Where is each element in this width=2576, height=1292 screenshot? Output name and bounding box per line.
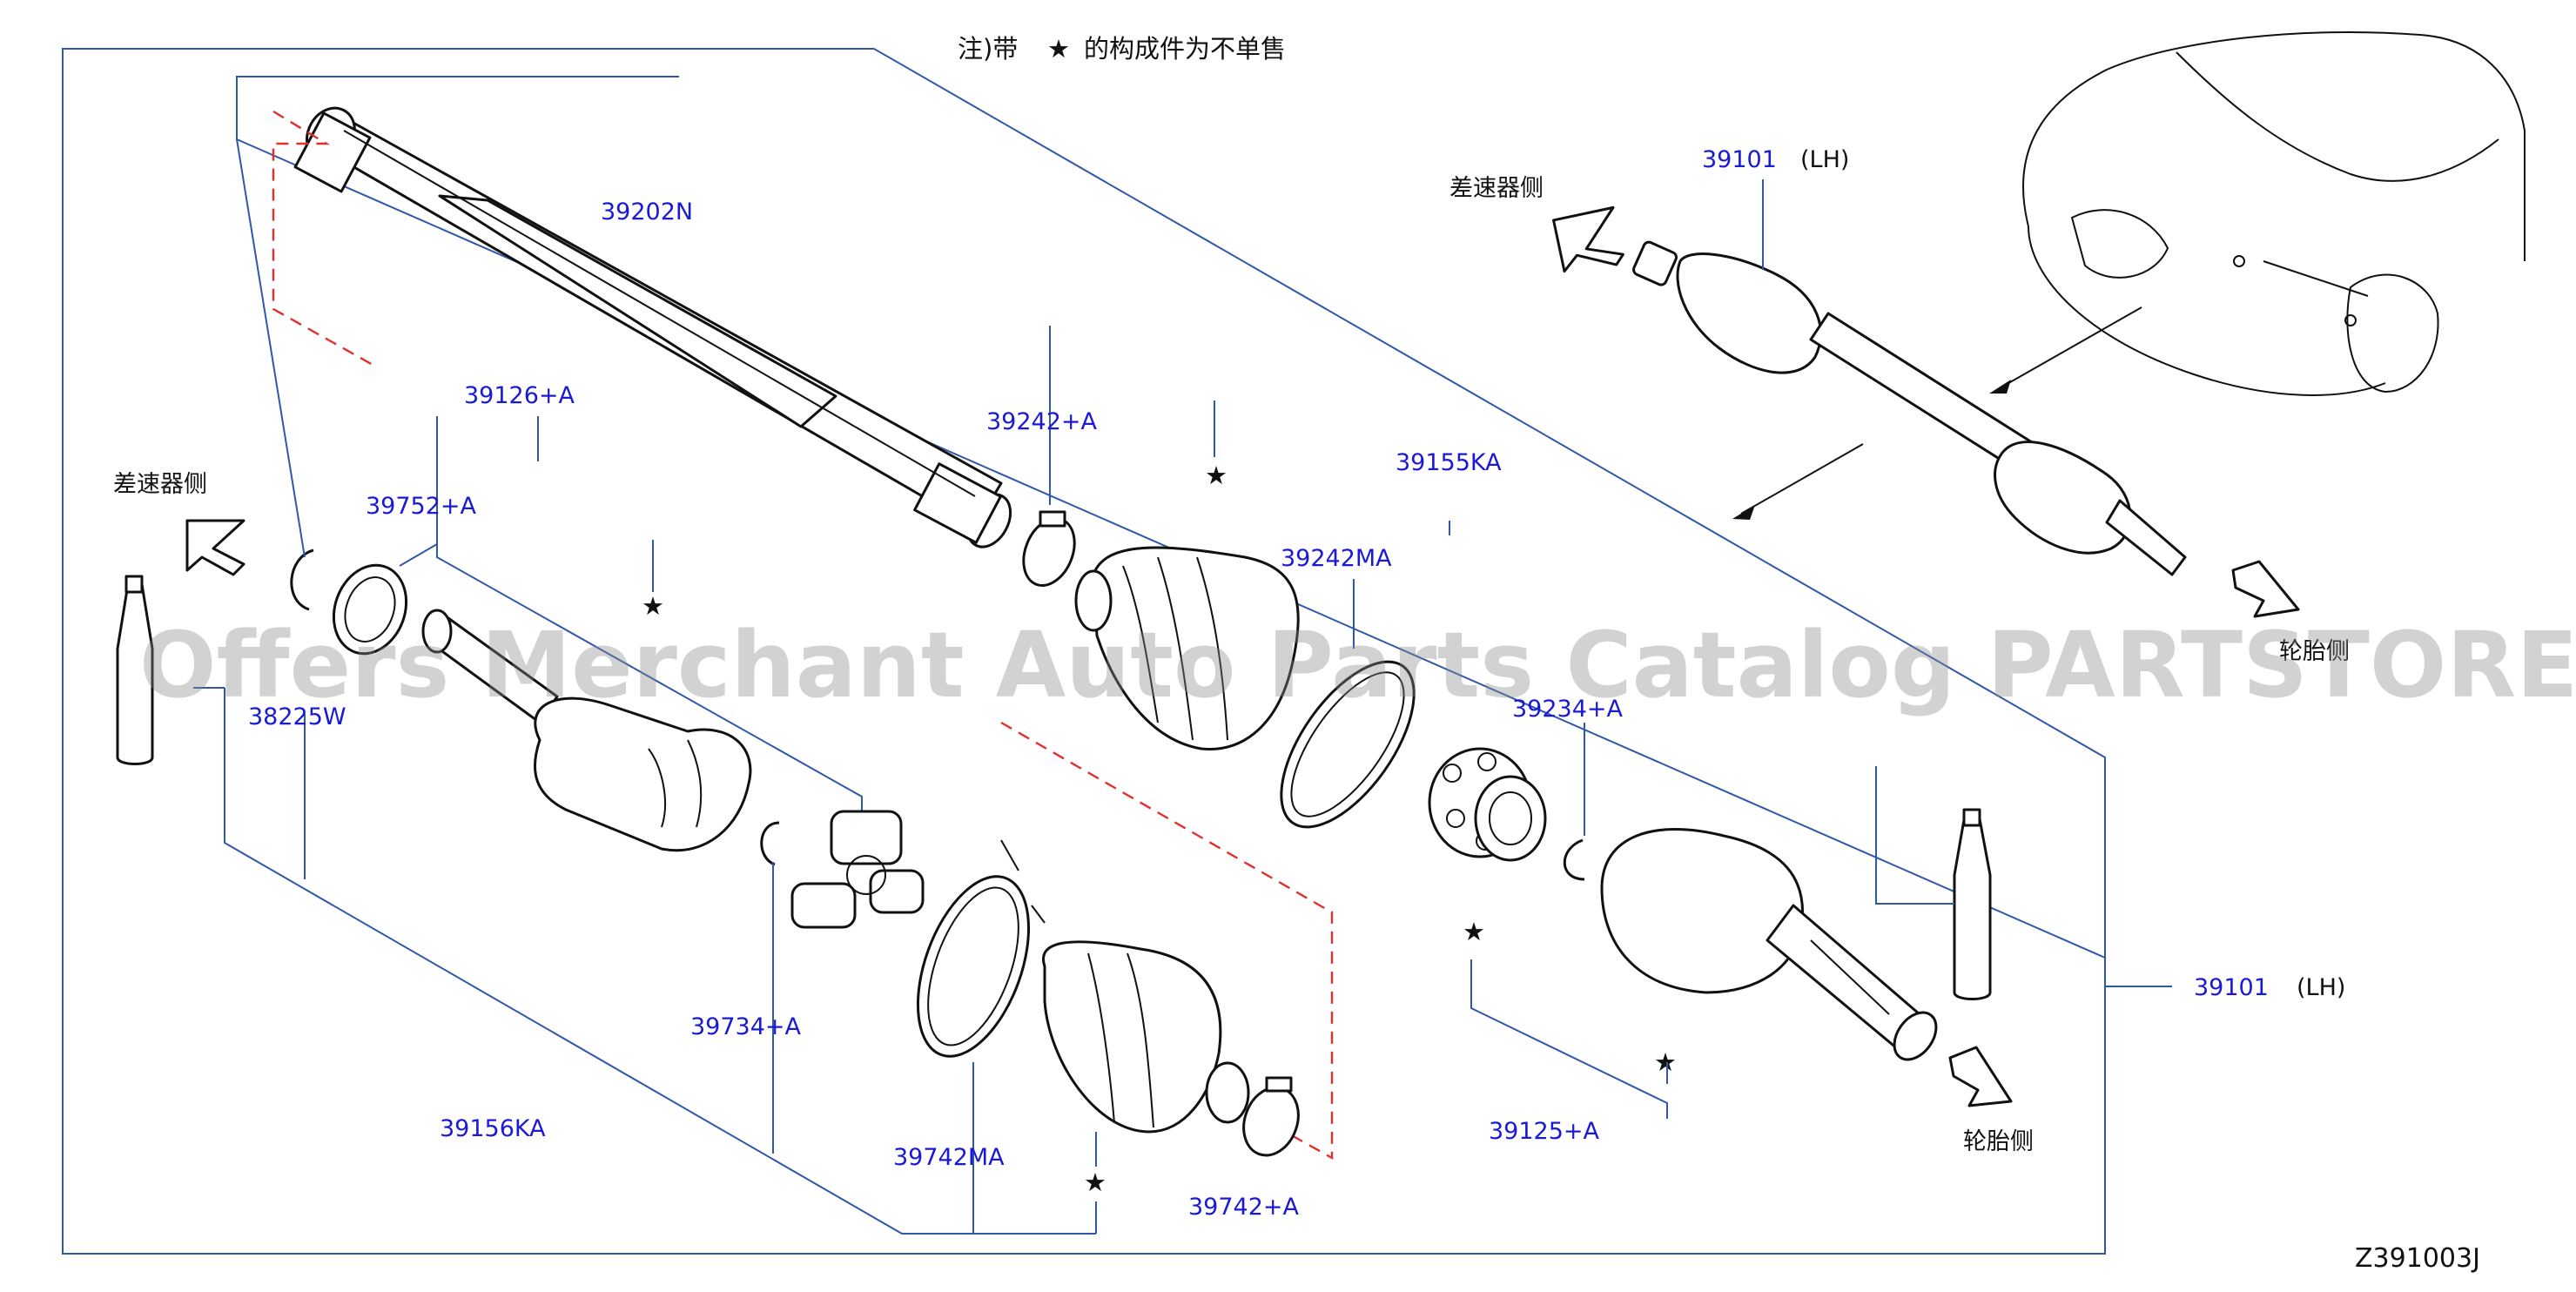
outboard-boot	[1074, 546, 1300, 750]
arrow-differential-top	[1552, 205, 1624, 273]
part-number-39742A[interactable]: 39742+A	[1188, 1194, 1300, 1221]
outboard-cv-joint	[1600, 828, 1938, 1061]
band-39242MA	[1280, 660, 1416, 829]
pointer-arrow-1	[1997, 306, 2142, 390]
circlip-outboard	[1563, 838, 1585, 881]
assembled-driveshaft	[1632, 240, 2187, 576]
frame-39126A	[436, 416, 863, 818]
tripod-spider	[790, 810, 925, 929]
label-wheel-side-bottom: 轮胎侧	[1963, 1128, 2034, 1155]
label-differential-side-left: 差速器侧	[113, 471, 207, 498]
band-39742MA	[916, 839, 1046, 1058]
circlip-inboard-left	[290, 548, 314, 611]
grease-tube-right	[1953, 808, 1992, 1000]
arrow-wheel-top	[2231, 560, 2300, 618]
snap-ring-39734A	[760, 821, 780, 866]
part-number-39101-right[interactable]: 39101	[2194, 974, 2269, 1001]
watermark-text: Offers Merchant Auto Parts Catalog PARTS…	[139, 612, 2576, 718]
part-number-39125A[interactable]: 39125+A	[1489, 1118, 1600, 1145]
note-star: ★	[1047, 34, 1070, 64]
note-prefix: 注)带	[958, 34, 1018, 64]
star-mark-cv-housing: ★	[1654, 1047, 1677, 1077]
frame-39156KA	[224, 688, 1096, 1235]
dashed-group-shaft	[272, 110, 375, 367]
inboard-boot	[1042, 940, 1250, 1134]
part-number-39752A[interactable]: 39752+A	[366, 493, 477, 520]
arrow-wheel-bottom	[1948, 1046, 2013, 1107]
frame-39125A	[1470, 959, 1668, 1119]
label-wheel-side-top: 轮胎侧	[2279, 638, 2350, 665]
grease-tube-left	[116, 575, 154, 765]
part-number-39242A[interactable]: 39242+A	[986, 408, 1098, 435]
clamp-39242A	[1022, 510, 1076, 587]
part-number-39155KA[interactable]: 39155KA	[1396, 449, 1502, 476]
part-number-39156KA[interactable]: 39156KA	[440, 1115, 546, 1142]
star-mark-cv: ★	[1463, 917, 1485, 946]
vehicle-outline	[2022, 30, 2526, 396]
axle-shaft-39202N	[293, 106, 1012, 548]
part-number-38225W[interactable]: 38225W	[248, 703, 346, 730]
star-mark-inboard-boot: ★	[1084, 1168, 1106, 1197]
side-label-lh-right: (LH)	[2297, 974, 2345, 1001]
note-suffix: 的构成件为不单售	[1084, 34, 1286, 64]
seal-ring-39752A	[332, 563, 408, 656]
star-mark-inboard: ★	[642, 591, 664, 621]
frame-inner-39155KA	[236, 76, 2106, 959]
part-number-39742MA[interactable]: 39742MA	[893, 1144, 1005, 1171]
star-mark-outboard-boot: ★	[1205, 461, 1227, 490]
side-label-lh-top: (LH)	[1800, 146, 1849, 173]
leader-circlip-left	[236, 138, 306, 558]
leader-39752A	[399, 543, 438, 567]
part-number-39101-top[interactable]: 39101	[1702, 146, 1777, 173]
clamp-39742A	[1242, 1076, 1300, 1157]
part-number-39734A[interactable]: 39734+A	[690, 1013, 802, 1040]
part-number-39234A[interactable]: 39234+A	[1512, 696, 1624, 723]
part-number-39126A[interactable]: 39126+A	[464, 382, 575, 409]
part-number-39202N[interactable]: 39202N	[601, 199, 693, 225]
pointer-arrow-2	[1740, 443, 1864, 515]
diagram-code: Z391003J	[2355, 1243, 2480, 1274]
ball-cage-39234A	[1428, 747, 1547, 862]
frame-outer-39101	[62, 48, 2106, 1255]
dashed-group-boot	[1000, 721, 1334, 1161]
label-differential-side-top: 差速器侧	[1449, 175, 1544, 202]
part-number-39242MA[interactable]: 39242MA	[1281, 545, 1392, 572]
leader-grease-right	[1875, 766, 1954, 905]
inboard-joint-housing	[421, 609, 752, 852]
arrow-differential-left	[185, 519, 245, 576]
